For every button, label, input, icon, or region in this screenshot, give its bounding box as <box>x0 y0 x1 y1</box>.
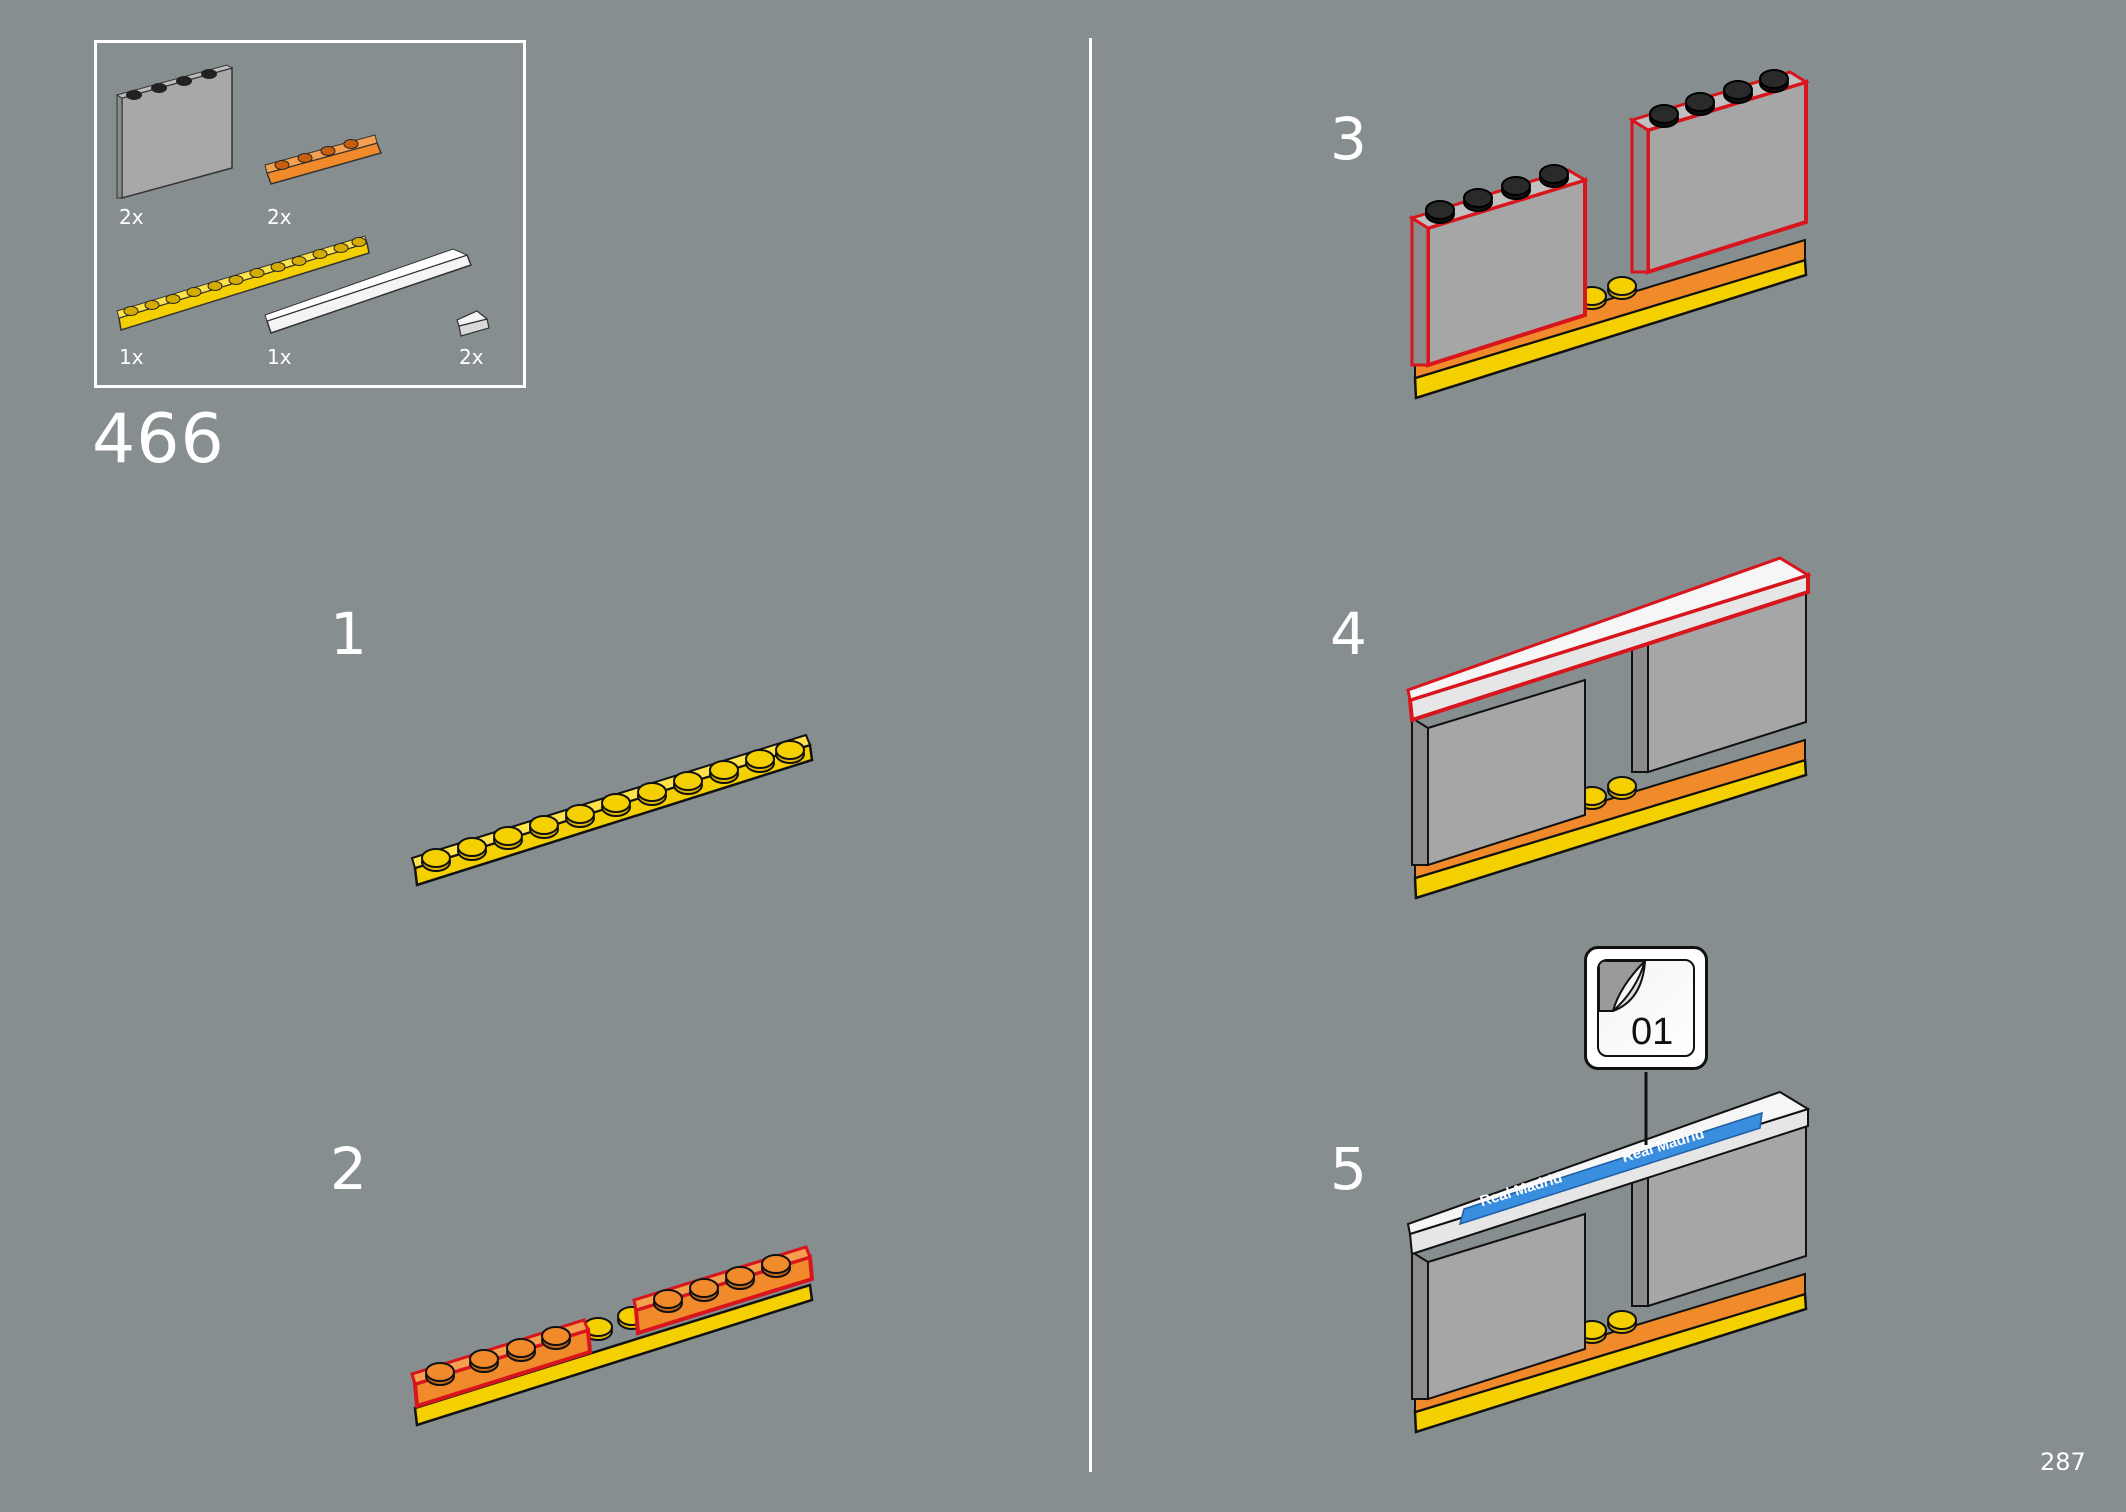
white-tile-long-part-icon <box>264 248 472 334</box>
step-number: 5 <box>1330 1135 1367 1203</box>
parts-list-graphic <box>115 64 490 337</box>
orange-plate-part-icon <box>264 134 383 185</box>
gray-panel-right <box>1628 69 1810 275</box>
step-number: 4 <box>1330 600 1367 668</box>
sticker-icon: 01 <box>1597 959 1695 1057</box>
panel-part-icon <box>115 64 234 199</box>
yellow-plate-part-icon <box>116 235 370 331</box>
parts-list: 2x 2x 1x 1x 2x <box>94 40 526 388</box>
section-number: 466 <box>92 400 225 479</box>
sticker-strip <box>1458 1111 1763 1226</box>
white-tile-small-part-icon <box>456 310 490 337</box>
qty-label: 1x <box>119 345 144 369</box>
orange-plate-left <box>410 1318 593 1409</box>
step-3-assembly <box>1408 69 1810 400</box>
qty-label: 2x <box>267 205 292 229</box>
gray-panel-left <box>1408 164 1589 368</box>
page-number: 287 <box>2040 1448 2086 1476</box>
sticker-callout: 01 <box>1584 946 1708 1070</box>
qty-label: 2x <box>119 205 144 229</box>
column-divider <box>1089 38 1092 1472</box>
qty-label: 1x <box>267 345 292 369</box>
step-number: 1 <box>330 600 367 668</box>
sticker-callout-number: 01 <box>1631 1011 1674 1053</box>
step-number: 2 <box>330 1135 367 1203</box>
peel-corner-icon <box>1599 961 1647 1012</box>
step-1-yellow-plate <box>410 733 814 887</box>
step-5-assembly <box>1406 1072 1811 1434</box>
white-tile <box>1406 556 1812 723</box>
step-4-assembly <box>1406 556 1812 900</box>
orange-plate-right <box>632 1245 815 1336</box>
qty-label: 2x <box>459 345 484 369</box>
step-number: 3 <box>1330 105 1367 173</box>
step-2-assembly <box>410 1245 815 1427</box>
